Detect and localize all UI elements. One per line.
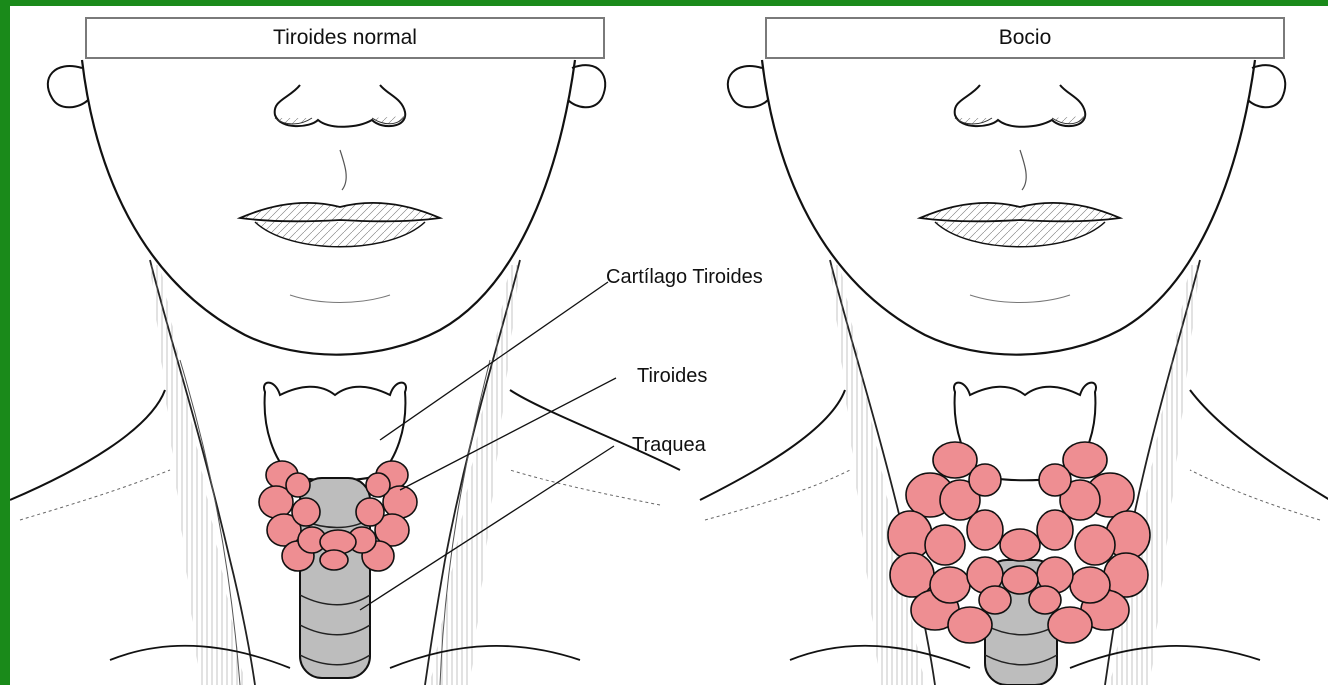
thyroid-cartilage-label: Cartílago Tiroides [606,266,763,289]
normal-thyroid-title: Tiroides normal [85,17,605,59]
illustration [10,6,1328,685]
thyroid-label: Tiroides [637,365,707,388]
normal-thyroid-title-text: Tiroides normal [273,26,417,50]
left-panel-drawing [10,60,680,685]
goiter-title-text: Bocio [999,26,1052,50]
goiter-title: Bocio [765,17,1285,59]
trachea-label: Traquea [632,434,706,457]
right-panel-drawing [700,60,1328,685]
